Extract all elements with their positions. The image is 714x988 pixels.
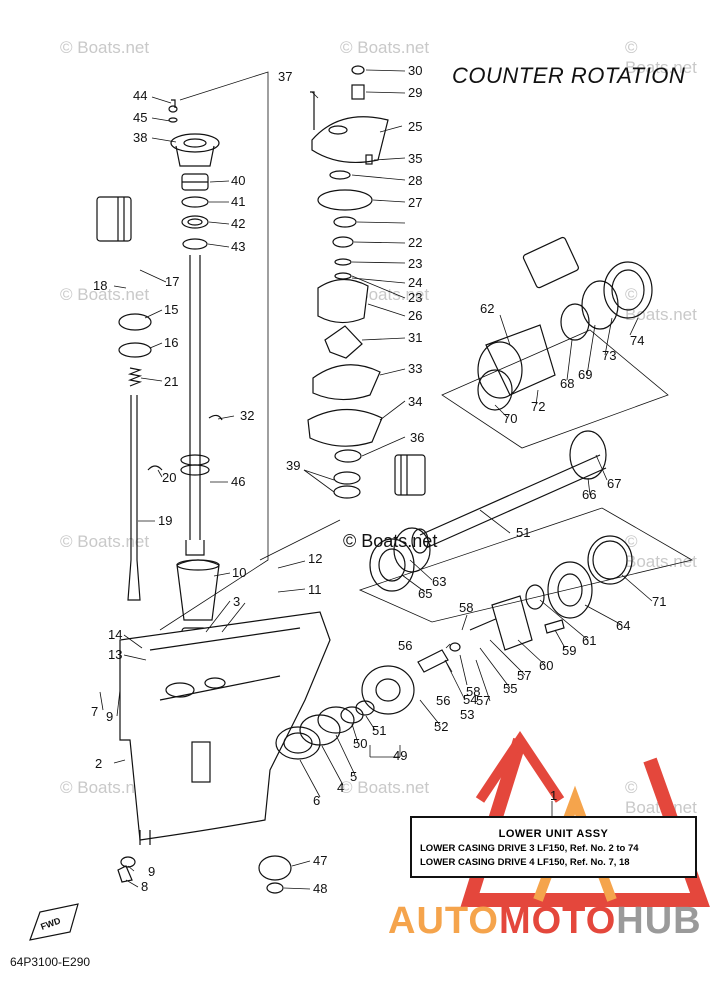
callout-number: 46 bbox=[231, 474, 245, 489]
callout-number: 11 bbox=[308, 582, 322, 597]
callout-number: 4 bbox=[337, 780, 344, 795]
assembly-line: LOWER CASING DRIVE 4 LF150, Ref. No. 7, … bbox=[420, 857, 630, 868]
watermark: © Boats.net bbox=[60, 532, 150, 551]
callout-number: 59 bbox=[562, 643, 576, 658]
callout-number: 13 bbox=[108, 647, 122, 662]
callout-number: 14 bbox=[108, 627, 122, 642]
callout-number: 63 bbox=[432, 574, 446, 589]
callout-number: 58 bbox=[466, 684, 480, 699]
callout-number: 44 bbox=[133, 88, 147, 103]
callout-number: 74 bbox=[630, 333, 644, 348]
watermark: © Boats.net bbox=[340, 778, 430, 797]
callout-number: 22 bbox=[408, 235, 422, 250]
callout-number: 57 bbox=[476, 693, 490, 708]
assembly-heading: LOWER UNIT ASSY bbox=[498, 828, 609, 840]
callout-number: 24 bbox=[408, 275, 422, 290]
callout-number: 33 bbox=[408, 361, 422, 376]
callout-number: 19 bbox=[158, 513, 172, 528]
assembly-line: LOWER CASING DRIVE 3 LF150, Ref. No. 2 t… bbox=[420, 843, 639, 854]
callout-number: 15 bbox=[164, 302, 178, 317]
callout-number: 32 bbox=[240, 408, 254, 423]
callout-number: 27 bbox=[408, 195, 422, 210]
callout-number: 50 bbox=[353, 736, 367, 751]
callout-number: 28 bbox=[408, 173, 422, 188]
callout-number: 58 bbox=[459, 600, 473, 615]
callout-number: 5 bbox=[350, 769, 357, 784]
callout-number: 23 bbox=[408, 256, 422, 271]
callout-number: 65 bbox=[418, 586, 432, 601]
callout-number: 3 bbox=[233, 594, 240, 609]
callout-number: 52 bbox=[434, 719, 448, 734]
callout-number: 48 bbox=[313, 881, 327, 896]
callout-number: 71 bbox=[652, 594, 666, 609]
callout-number: 56 bbox=[436, 693, 450, 708]
callout-number: 26 bbox=[408, 308, 422, 323]
callout-number: 29 bbox=[408, 85, 422, 100]
callout-number: 49 bbox=[393, 748, 407, 763]
callout-number: 62 bbox=[480, 301, 494, 316]
callout-number: 66 bbox=[582, 487, 596, 502]
callout-number: 70 bbox=[503, 411, 517, 426]
callout-number: 64 bbox=[616, 618, 630, 633]
callout-number: 53 bbox=[460, 707, 474, 722]
callout-number: 55 bbox=[503, 681, 517, 696]
callout-number: 36 bbox=[410, 430, 424, 445]
callout-number: 61 bbox=[582, 633, 596, 648]
callout-number: 54 bbox=[463, 692, 477, 707]
callout-number: 60 bbox=[539, 658, 553, 673]
callout-number: 69 bbox=[578, 367, 592, 382]
watermark: © Boats.net bbox=[343, 531, 438, 551]
callout-number: 16 bbox=[164, 335, 178, 350]
callout-number: 47 bbox=[313, 853, 327, 868]
callout-number: 30 bbox=[408, 63, 422, 78]
callout-number: 12 bbox=[308, 551, 322, 566]
diagram-code: 64P3100-E290 bbox=[10, 955, 91, 969]
callout-number: 17 bbox=[165, 274, 179, 289]
callout-number: 41 bbox=[231, 194, 245, 209]
callout-number: 39 bbox=[286, 458, 300, 473]
callout-number: 9 bbox=[148, 864, 155, 879]
callout-number: 9 bbox=[106, 709, 113, 724]
callout-number: 45 bbox=[133, 110, 147, 125]
callout-number: 56 bbox=[398, 638, 412, 653]
callout-number: 6 bbox=[313, 793, 320, 808]
callout-number: 67 bbox=[607, 476, 621, 491]
callout-number: 51 bbox=[372, 723, 386, 738]
callout-number: 10 bbox=[232, 565, 246, 580]
callout-number: 23 bbox=[408, 290, 422, 305]
callout-number: 51 bbox=[516, 525, 530, 540]
callout-number: 38 bbox=[133, 130, 147, 145]
callout-number: 42 bbox=[231, 216, 245, 231]
callout-number: 34 bbox=[408, 394, 422, 409]
callout-number: 57 bbox=[517, 668, 531, 683]
brand-logo: AUTOMOTOHUB bbox=[388, 900, 702, 942]
callout-number: 73 bbox=[602, 348, 616, 363]
callout-number: 8 bbox=[141, 879, 148, 894]
callout-number: 20 bbox=[162, 470, 176, 485]
callout-number: 7 bbox=[91, 704, 98, 719]
callout-number: 21 bbox=[164, 374, 178, 389]
watermark: © Boats.net bbox=[60, 38, 150, 57]
callout-number: 68 bbox=[560, 376, 574, 391]
watermark: © Boats.net bbox=[625, 38, 697, 77]
watermark: © Boats.net bbox=[625, 285, 697, 324]
watermark: © Boats.net bbox=[340, 38, 430, 57]
callout-number: 25 bbox=[408, 119, 422, 134]
callout-number: 31 bbox=[408, 330, 422, 345]
diagram-title: COUNTER ROTATION bbox=[452, 63, 686, 88]
callout-number: 18 bbox=[93, 278, 107, 293]
callout-number: 72 bbox=[531, 399, 545, 414]
callout-number: 1 bbox=[550, 788, 557, 803]
callout-number: 43 bbox=[231, 239, 245, 254]
assembly-info-box: LOWER UNIT ASSY LOWER CASING DRIVE 3 LF1… bbox=[410, 816, 697, 878]
callout-number: 37 bbox=[278, 69, 292, 84]
callout-number: 40 bbox=[231, 173, 245, 188]
watermark: © Boats.net bbox=[60, 778, 150, 797]
callout-labels: 1234567899101112131415161718192021222323… bbox=[91, 63, 666, 896]
callout-number: 2 bbox=[95, 756, 102, 771]
watermark: © Boats.net bbox=[60, 285, 150, 304]
callout-number: 35 bbox=[408, 151, 422, 166]
